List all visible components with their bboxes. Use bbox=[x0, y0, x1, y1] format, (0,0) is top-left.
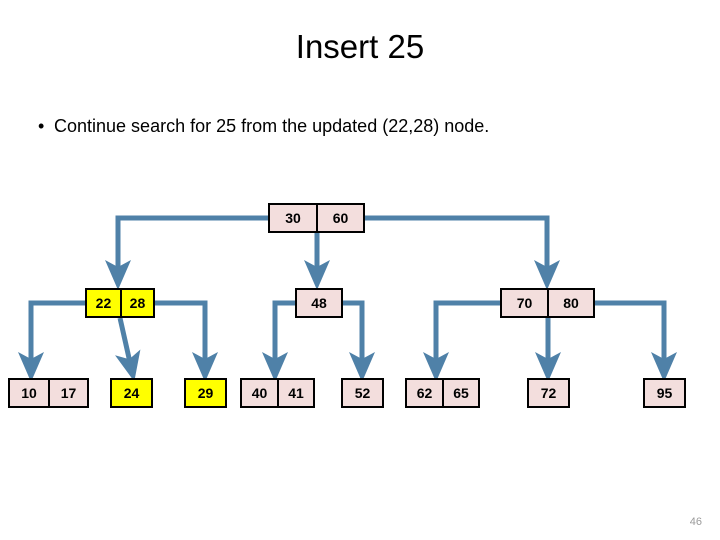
page-title: Insert 25 bbox=[295, 28, 425, 65]
btree-key-cell[interactable]: 41 bbox=[276, 380, 313, 406]
btree-leaf-62-65[interactable]: 62 65 bbox=[405, 378, 480, 408]
btree-key-cell[interactable]: 65 bbox=[441, 380, 478, 406]
btree-key-cell[interactable]: 80 bbox=[546, 290, 593, 316]
btree-node-22-28[interactable]: 22 28 bbox=[85, 288, 155, 318]
btree-leaf-29[interactable]: 29 bbox=[184, 378, 227, 408]
btree-leaf-52[interactable]: 52 bbox=[341, 378, 384, 408]
btree-key-cell[interactable]: 29 bbox=[186, 380, 225, 406]
btree-leaf-10-17[interactable]: 10 17 bbox=[8, 378, 89, 408]
btree-key-cell[interactable]: 48 bbox=[297, 290, 341, 316]
btree-key-cell[interactable]: 95 bbox=[645, 380, 684, 406]
btree-key-cell[interactable]: 70 bbox=[502, 290, 547, 316]
btree-key-cell[interactable]: 40 bbox=[242, 380, 277, 406]
btree-node-48[interactable]: 48 bbox=[295, 288, 343, 318]
edge-70-80-to-62-65 bbox=[423, 300, 500, 382]
btree-leaf-95[interactable]: 95 bbox=[643, 378, 686, 408]
btree-node-70-80[interactable]: 70 80 bbox=[500, 288, 595, 318]
btree-leaf-24[interactable]: 24 bbox=[110, 378, 153, 408]
btree-node-root[interactable]: 30 60 bbox=[268, 203, 365, 233]
btree-key-cell[interactable]: 10 bbox=[10, 380, 48, 406]
bullet-item-label: Continue search for 25 from the updated … bbox=[54, 116, 490, 136]
btree-key-cell[interactable]: 52 bbox=[343, 380, 382, 406]
btree-leaf-72[interactable]: 72 bbox=[527, 378, 570, 408]
btree-key-cell[interactable]: 60 bbox=[315, 205, 363, 231]
edge-root-to-70-80 bbox=[365, 215, 560, 290]
btree-leaf-40-41[interactable]: 40 41 bbox=[240, 378, 315, 408]
edge-22-28-to-10-17 bbox=[18, 300, 85, 382]
btree-key-cell[interactable]: 22 bbox=[87, 290, 120, 316]
bullet-marker-icon: • bbox=[38, 116, 45, 136]
btree-key-cell[interactable]: 62 bbox=[407, 380, 442, 406]
edge-48-to-52 bbox=[343, 300, 375, 382]
btree-key-cell[interactable]: 17 bbox=[47, 380, 87, 406]
edge-root-to-22-28 bbox=[105, 215, 268, 290]
edge-22-28-to-29 bbox=[155, 300, 218, 382]
edge-48-to-40-41 bbox=[262, 300, 295, 382]
edge-70-80-to-95 bbox=[595, 300, 677, 382]
page-number: 46 bbox=[689, 516, 702, 528]
btree-key-cell[interactable]: 30 bbox=[270, 205, 316, 231]
btree-key-cell[interactable]: 24 bbox=[112, 380, 151, 406]
bullet-list-item: • Continue search for 25 from the updated… bbox=[38, 113, 678, 139]
edge-22-28-to-24 bbox=[115, 317, 141, 382]
btree-key-cell[interactable]: 72 bbox=[529, 380, 568, 406]
btree-key-cell[interactable]: 28 bbox=[119, 290, 153, 316]
